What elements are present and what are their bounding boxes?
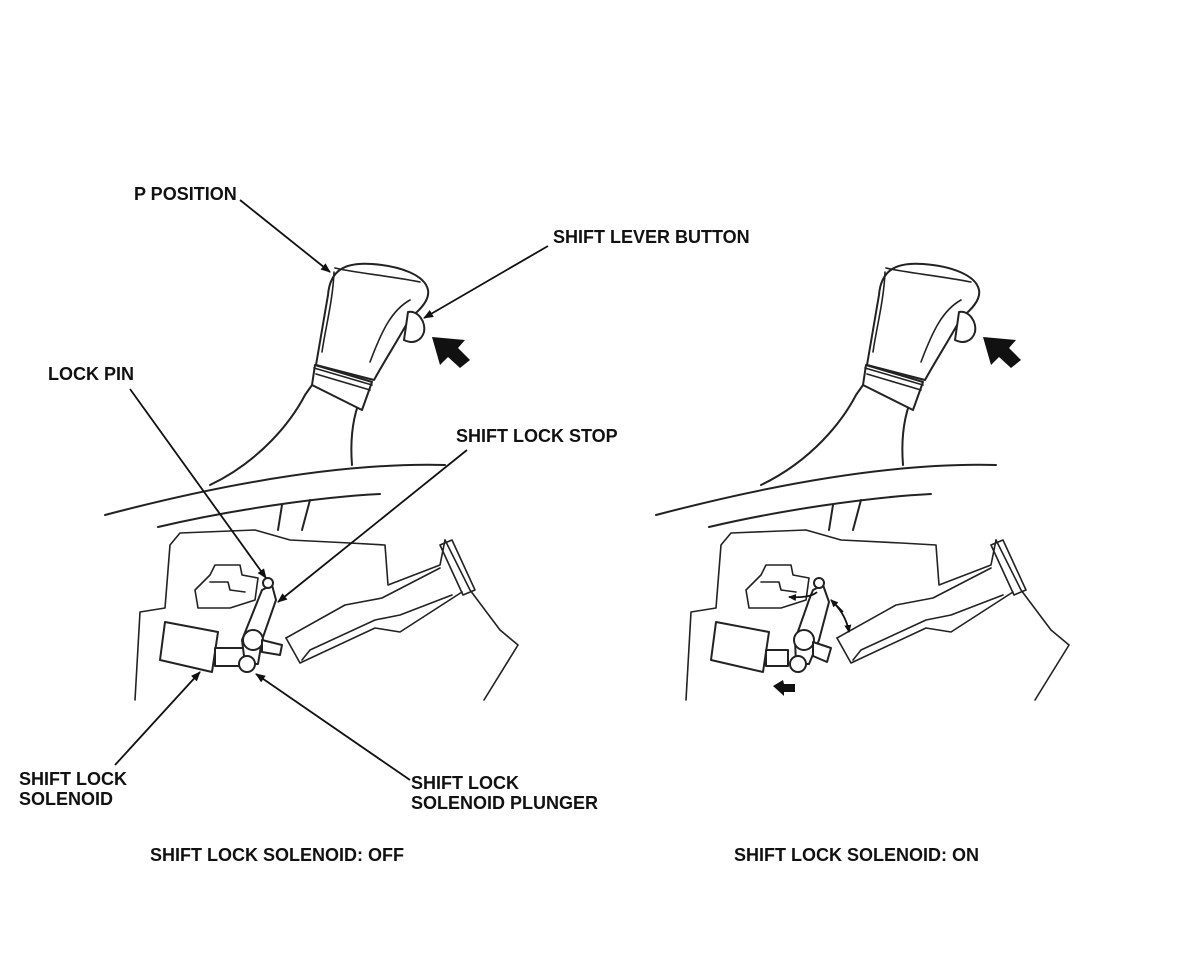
label-lock-pin: LOCK PIN bbox=[48, 364, 134, 384]
label-shift-lock-solenoid-1: SHIFT LOCK bbox=[19, 769, 127, 789]
label-plunger-2: SOLENOID PLUNGER bbox=[411, 793, 598, 813]
label-shift-lock-stop: SHIFT LOCK STOP bbox=[456, 426, 618, 446]
label-p-position: P POSITION bbox=[134, 184, 237, 204]
label-shift-lock-solenoid-2: SOLENOID bbox=[19, 789, 113, 809]
lock-pin bbox=[262, 577, 274, 589]
push-arrow-icon-on bbox=[983, 337, 1021, 368]
pin-motion-arrow-icon bbox=[788, 591, 818, 601]
shift-lock-solenoid-body bbox=[159, 621, 219, 673]
shift-lock-solenoid-body-on bbox=[710, 621, 770, 673]
panel-solenoid-off: P POSITION SHIFT LEVER BUTTON LOCK PIN S… bbox=[19, 184, 750, 865]
plunger-retract-arrow-icon bbox=[773, 680, 795, 696]
caption-solenoid-off: SHIFT LOCK SOLENOID: OFF bbox=[150, 845, 404, 865]
lock-pin-on bbox=[813, 577, 825, 589]
panel-solenoid-on: SHIFT LOCK SOLENOID: ON bbox=[655, 262, 1070, 865]
push-arrow-icon bbox=[432, 337, 470, 368]
shift-lock-solenoid-plunger-on bbox=[765, 649, 789, 667]
label-plunger-1: SHIFT LOCK bbox=[411, 773, 519, 793]
caption-solenoid-on: SHIFT LOCK SOLENOID: ON bbox=[734, 845, 979, 865]
stop-motion-arrow-icon bbox=[832, 601, 852, 633]
label-shift-lever-button: SHIFT LEVER BUTTON bbox=[553, 227, 750, 247]
